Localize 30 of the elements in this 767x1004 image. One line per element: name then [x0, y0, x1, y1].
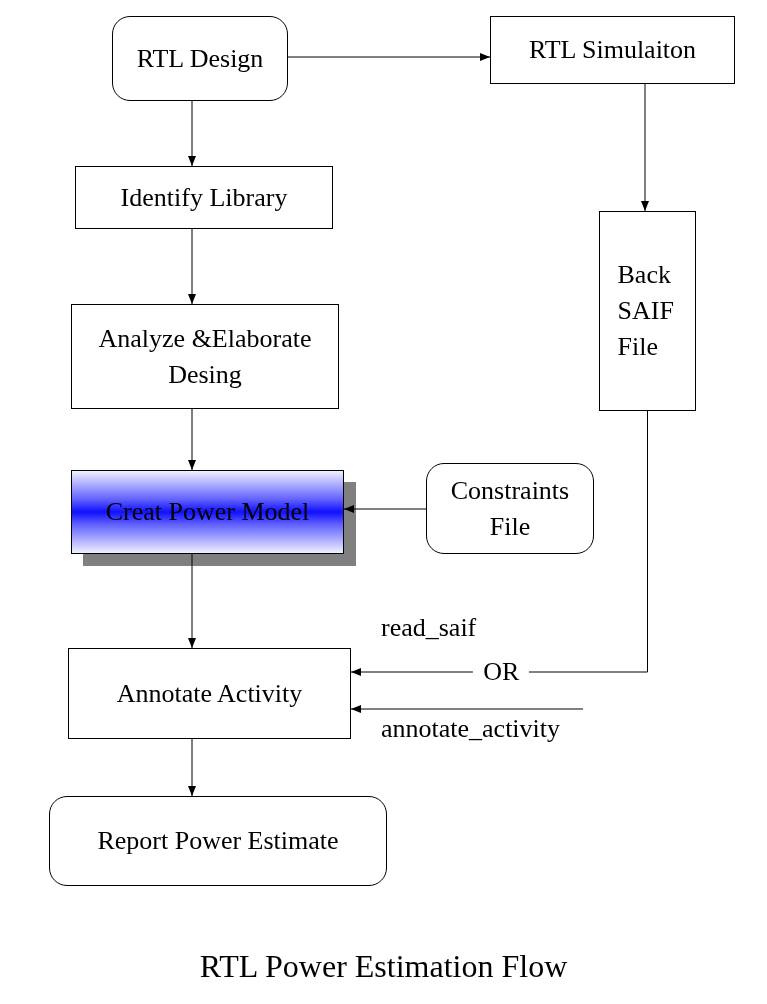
process-box	[490, 16, 735, 84]
arrow	[343, 505, 427, 513]
command-label: read_saif	[381, 615, 477, 641]
node-label: RTL Design	[136, 42, 264, 75]
process-box	[68, 648, 351, 739]
process-box	[75, 166, 333, 229]
command-label: annotate_activity	[381, 716, 561, 742]
node-label: Analyze &Elaborate Desing	[97, 322, 313, 391]
node-label: Constraints File	[449, 474, 571, 543]
node-label: Identify Library	[120, 181, 288, 214]
arrow	[188, 408, 196, 471]
arrow	[641, 83, 649, 212]
arrow	[188, 738, 196, 797]
node-label: Back SAIF File	[617, 259, 675, 363]
process-box	[71, 304, 339, 409]
arrow	[188, 100, 196, 167]
process-box	[599, 211, 696, 411]
arrow	[188, 553, 196, 649]
rounded-box	[49, 796, 387, 886]
node-label: Report Power Estimate	[97, 825, 339, 857]
arrow	[287, 53, 491, 61]
node-label: RTL Simulaiton	[528, 34, 697, 66]
arrow	[188, 228, 196, 305]
arrow	[350, 705, 584, 713]
caption: RTL Power Estimation Flow	[198, 950, 569, 982]
node-label: Annotate Activity	[116, 677, 303, 710]
rounded-box	[112, 16, 288, 101]
node-label: Creat Power Model	[105, 496, 310, 528]
arrow	[350, 410, 648, 676]
rounded-box	[426, 463, 594, 554]
